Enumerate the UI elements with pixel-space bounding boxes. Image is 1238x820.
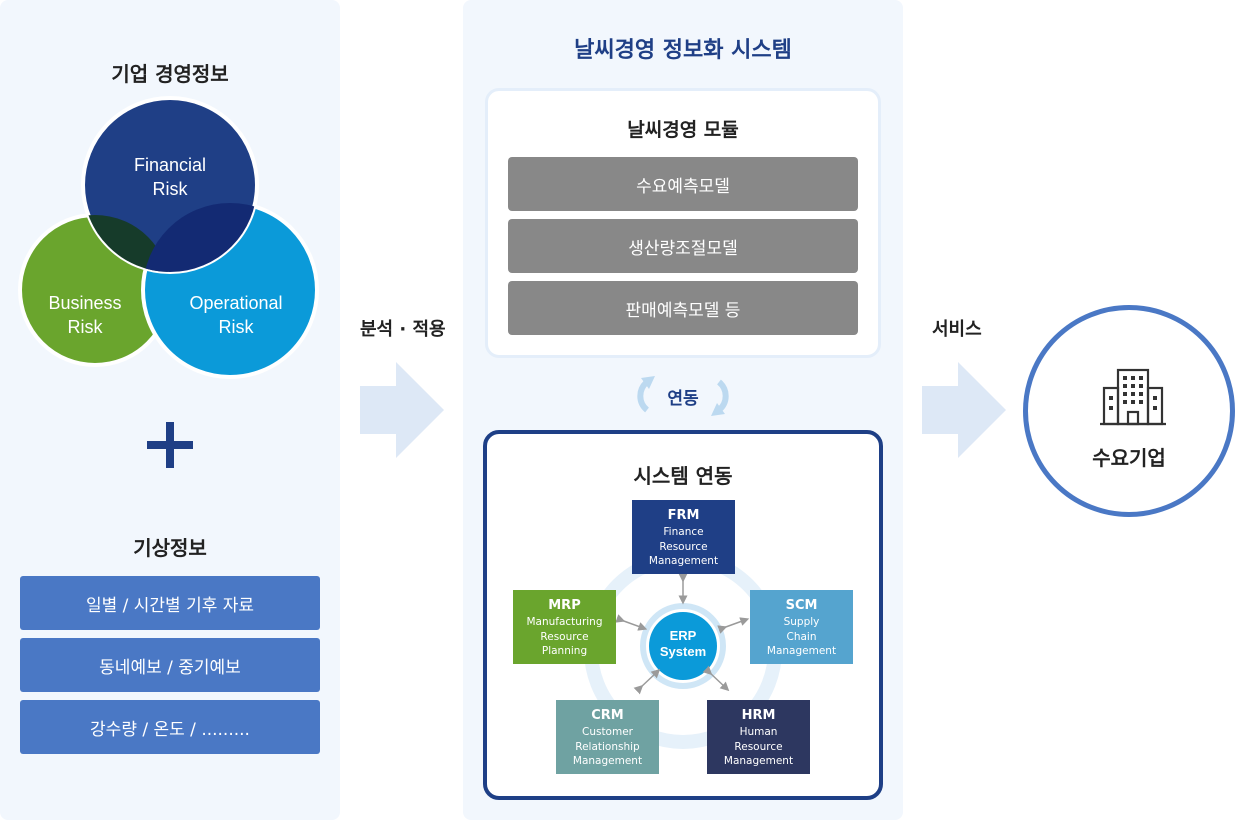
hrm-abbr: HRM: [741, 708, 776, 723]
scm-abbr: SCM: [785, 598, 818, 613]
service-label: 서비스: [932, 319, 982, 340]
arrow-crm: [633, 668, 661, 695]
service-arrow-icon: [922, 362, 1006, 458]
crm-full-2: Relationship: [575, 740, 640, 753]
operational-risk-label-2: Risk: [219, 317, 255, 337]
module-item-demand-forecast: 수요예측모델: [508, 157, 858, 211]
operational-risk-label-1: Operational: [189, 293, 282, 313]
weather-item-forecast: 동네예보 / 중기예보: [20, 638, 320, 692]
mrp-full-3: Planning: [541, 645, 588, 657]
scm-full-1: Supply: [783, 616, 820, 628]
demand-company-circle: 수요기업: [1023, 305, 1235, 517]
arrow-scm: [717, 617, 750, 634]
mrp-full-2: Resource: [540, 630, 589, 643]
financial-business-overlap: [83, 215, 170, 272]
weather-info-title: 기상정보: [133, 536, 207, 560]
corporate-info-title: 기업 경영정보: [111, 62, 229, 86]
hrm-full-2: Resource: [734, 740, 783, 753]
financial-risk-label-2: Risk: [153, 179, 189, 199]
frm-full-1: Finance: [663, 526, 704, 538]
demand-company-label: 수요기업: [1092, 446, 1166, 470]
financial-risk-label-1: Financial: [134, 155, 206, 175]
analysis-arrow-icon: [360, 362, 444, 458]
crm-abbr: CRM: [591, 708, 624, 723]
crm-full-3: Management: [572, 755, 643, 767]
frm-abbr: FRM: [667, 508, 700, 523]
scm-full-3: Management: [766, 645, 837, 657]
arrow-hrm: [702, 665, 730, 692]
mrp-full-1: Manufacturing: [526, 616, 603, 628]
system-integration-title: 시스템 연동: [633, 464, 733, 488]
crm-box: CRM Customer Relationship Management: [556, 700, 659, 774]
mrp-abbr: MRP: [548, 598, 581, 613]
frm-full-3: Management: [648, 555, 719, 567]
business-risk-label-2: Risk: [68, 317, 104, 337]
crm-full-1: Customer: [581, 726, 633, 738]
frm-box: FRM Finance Resource Management: [632, 500, 735, 574]
module-item-sales-forecast: 판매예측모델 등: [508, 281, 858, 335]
financial-operational-overlap: [143, 203, 257, 272]
scm-box: SCM Supply Chain Management: [750, 590, 853, 664]
frm-full-2: Resource: [659, 540, 708, 553]
building-icon: [1100, 368, 1166, 426]
corporate-info-panel: 기업 경영정보 Financial Risk Business Risk Ope…: [0, 0, 340, 820]
module-title: 날씨경영 모듈: [627, 119, 739, 141]
hrm-full-1: Human: [739, 726, 778, 738]
hrm-box: HRM Human Resource Management: [707, 700, 810, 774]
business-risk-label-1: Business: [48, 293, 121, 313]
weather-system-panel: 날씨경영 정보화 시스템 날씨경영 모듈 수요예측모델 생산량조절모델 판매예측…: [463, 0, 903, 820]
hrm-full-3: Management: [723, 755, 794, 767]
analysis-apply-label: 분석 · 적용: [360, 319, 446, 340]
erp-label-2: System: [660, 644, 706, 659]
arrow-mrp: [615, 614, 648, 631]
erp-system-circle: [649, 612, 717, 680]
module-item-production-control: 생산량조절모델: [508, 219, 858, 273]
weather-item-precipitation: 강수량 / 온도 / .........: [20, 700, 320, 754]
erp-inner-ring: [640, 603, 726, 689]
risk-venn-diagram: Financial Risk Business Risk Operational…: [18, 96, 319, 379]
system-title: 날씨경영 정보화 시스템: [574, 38, 792, 63]
sync-cycle-icon: [637, 376, 729, 416]
mrp-box: MRP Manufacturing Resource Planning: [513, 590, 616, 664]
plus-icon: [147, 422, 193, 468]
weather-item-daily-hourly: 일별 / 시간별 기후 자료: [20, 576, 320, 630]
link-label: 연동: [667, 389, 699, 409]
scm-full-2: Chain: [786, 630, 817, 643]
erp-label-1: ERP: [670, 628, 697, 643]
